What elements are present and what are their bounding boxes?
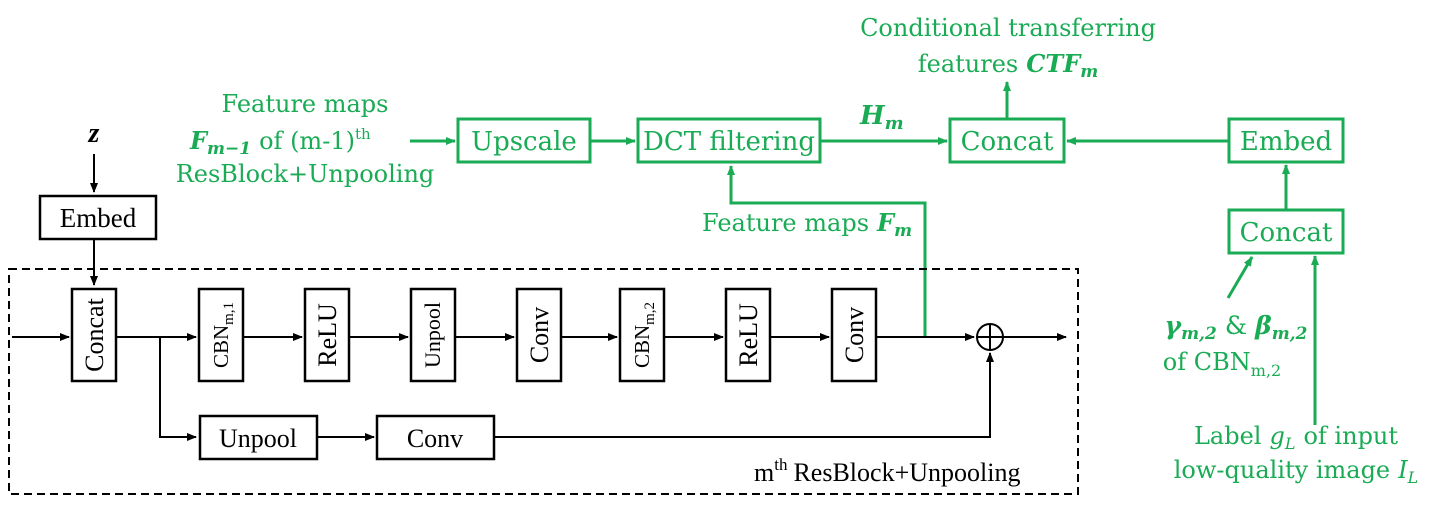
resblock-border bbox=[8, 268, 1079, 495]
relu1-label: ReLU bbox=[313, 303, 342, 367]
h-label: Hm bbox=[859, 101, 904, 134]
top-concat-box bbox=[948, 117, 1066, 164]
label-lowq-text: low-quality image bbox=[1174, 456, 1390, 484]
cbn1-text: CBN bbox=[209, 325, 233, 368]
unpool1-box bbox=[409, 287, 457, 383]
right-concat-box bbox=[1227, 208, 1345, 255]
beta-subscript: m,2 bbox=[1272, 324, 1308, 344]
label-of-input: of input bbox=[1303, 422, 1398, 450]
label-g-sub: L bbox=[1284, 434, 1296, 453]
embed-box bbox=[38, 194, 158, 241]
label-word: Label bbox=[1194, 422, 1262, 450]
input-of-text: of (m-1) bbox=[259, 127, 355, 155]
h-subscript: m bbox=[885, 113, 904, 134]
cbn2-box bbox=[618, 287, 666, 383]
arrow-skip-to-unpool bbox=[159, 337, 197, 441]
h-symbol: H bbox=[859, 101, 886, 131]
upscale-label: Upscale bbox=[471, 127, 577, 157]
dct-label: DCT filtering bbox=[643, 127, 815, 157]
cbn1-label: CBNm,1 bbox=[209, 302, 237, 368]
beta-symbol: β bbox=[1254, 311, 1272, 340]
concat-label: Concat bbox=[80, 297, 109, 371]
input-label-line3: ResBlock+Unpooling bbox=[176, 160, 435, 188]
embed-label: Embed bbox=[60, 203, 137, 233]
label-I-sub: L bbox=[1407, 468, 1419, 487]
input-symbol: F bbox=[189, 126, 209, 155]
ctf-subscript: m bbox=[1080, 62, 1098, 82]
amp-text: & bbox=[1225, 311, 1247, 340]
of-cbn-subscript: m,2 bbox=[1251, 361, 1281, 380]
cbn2-text: CBN bbox=[630, 325, 654, 368]
ctf-symbol: CTF bbox=[1026, 49, 1082, 78]
conv1-label: Conv bbox=[525, 307, 554, 363]
input-label-line2: Fm−1 of (m-1)th bbox=[189, 125, 371, 159]
of-cbn-label: of CBNm,2 bbox=[1163, 348, 1281, 380]
unpool1-label: Unpool bbox=[420, 302, 445, 368]
conv-skip-box bbox=[375, 414, 496, 461]
arrow-conv-skip-to-plus bbox=[494, 352, 994, 438]
fm-symbol: F bbox=[876, 208, 896, 237]
label-g: g bbox=[1269, 422, 1284, 450]
caption-sup: th bbox=[774, 455, 788, 474]
upscale-box bbox=[456, 117, 592, 164]
of-cbn-text: of CBN bbox=[1163, 348, 1251, 376]
cbn1-subscript: m,1 bbox=[221, 302, 237, 325]
ctf-features-text: features bbox=[918, 50, 1019, 78]
relu1-box bbox=[303, 287, 351, 383]
label-I: I bbox=[1397, 456, 1408, 484]
resblock: z Embed Concat CBNm,1 ReLU Unpool Conv C… bbox=[8, 118, 1079, 495]
cbn1-box bbox=[197, 287, 245, 383]
top-flow: Feature maps Fm−1 of (m-1)th ResBlock+Unp… bbox=[176, 14, 1345, 337]
top-embed-box bbox=[1227, 117, 1345, 164]
resblock-caption: mth ResBlock+Unpooling bbox=[754, 455, 1020, 487]
z-label: z bbox=[88, 118, 100, 149]
fm-subscript: m bbox=[894, 221, 912, 241]
dct-box bbox=[636, 117, 822, 164]
unpool-skip-box bbox=[198, 414, 319, 461]
conv-skip-label: Conv bbox=[407, 424, 463, 453]
gamma-beta-label: γm,2&βm,2 bbox=[1165, 311, 1308, 344]
arrow-gamma-beta-to-concat bbox=[1226, 256, 1254, 299]
caption-rest: ResBlock+Unpooling bbox=[793, 458, 1020, 487]
ctf-line1: Conditional transferring bbox=[860, 14, 1156, 42]
conv1-box bbox=[515, 287, 563, 383]
input-label-line1: Feature maps bbox=[221, 90, 388, 118]
gamma-subscript: m,2 bbox=[1181, 324, 1217, 344]
input-subscript: m−1 bbox=[207, 139, 251, 159]
top-concat-label: Concat bbox=[961, 127, 1054, 157]
top-embed-label: Embed bbox=[1240, 127, 1332, 157]
unpool-skip-label: Unpool bbox=[219, 424, 297, 453]
conv2-box bbox=[830, 287, 878, 383]
cbn2-subscript: m,2 bbox=[642, 302, 658, 325]
concat-box bbox=[70, 287, 118, 383]
right-concat-label: Concat bbox=[1240, 218, 1333, 248]
caption-m: m bbox=[754, 458, 774, 487]
relu2-box bbox=[724, 287, 772, 383]
gamma-symbol: γ bbox=[1165, 311, 1183, 340]
cbn2-label: CBNm,2 bbox=[630, 302, 658, 368]
relu2-label: ReLU bbox=[734, 303, 763, 367]
fm-text: Feature maps bbox=[702, 209, 869, 237]
conv2-label: Conv bbox=[840, 307, 869, 363]
input-sup: th bbox=[355, 125, 371, 143]
